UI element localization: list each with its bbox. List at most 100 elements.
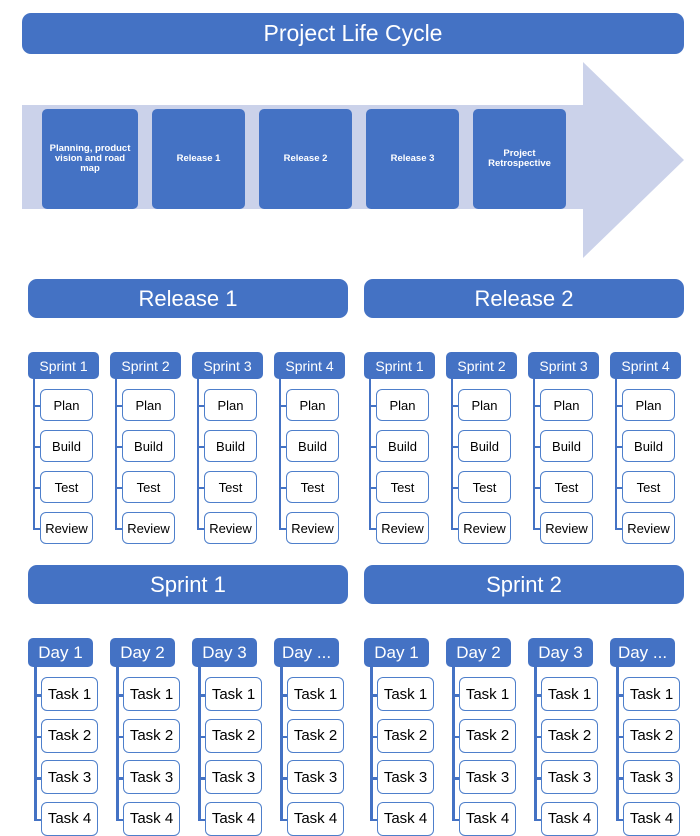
day-item[interactable]: Task 1: [459, 677, 516, 711]
day-item[interactable]: Task 2: [377, 718, 434, 753]
sprint-item[interactable]: Build: [540, 430, 593, 462]
sprint-column-header[interactable]: Sprint 1: [28, 352, 99, 379]
day-column-header[interactable]: Day 2: [110, 638, 175, 667]
day-item[interactable]: Task 1: [287, 677, 344, 711]
day-column-header[interactable]: Day 1: [364, 638, 429, 667]
sprint-item[interactable]: Build: [122, 430, 175, 462]
sprint-item[interactable]: Build: [458, 430, 511, 462]
sprint-column-header[interactable]: Sprint 2: [110, 352, 181, 379]
tree-branch-line: [369, 528, 377, 530]
day-item[interactable]: Task 2: [41, 718, 98, 753]
day-item[interactable]: Task 3: [123, 760, 180, 794]
tree-branch-line: [34, 818, 42, 821]
day-item[interactable]: Task 4: [123, 801, 180, 836]
sprint-item[interactable]: Plan: [376, 389, 429, 421]
day-item[interactable]: Task 3: [41, 760, 98, 794]
day-item[interactable]: Task 2: [287, 718, 344, 753]
day-item[interactable]: Task 4: [205, 801, 262, 836]
tree-branch-line: [452, 818, 460, 821]
sprint-item[interactable]: Build: [286, 430, 339, 462]
sprint-item[interactable]: Review: [40, 512, 93, 544]
sprint-item[interactable]: Test: [204, 471, 257, 503]
sprint-item[interactable]: Build: [622, 430, 675, 462]
sprint-item[interactable]: Test: [286, 471, 339, 503]
sprint-column-header[interactable]: Sprint 4: [274, 352, 345, 379]
sprint-item[interactable]: Plan: [204, 389, 257, 421]
sprint-item[interactable]: Test: [122, 471, 175, 503]
sprint-column-header[interactable]: Sprint 1: [364, 352, 435, 379]
sprint-item[interactable]: Test: [40, 471, 93, 503]
sprint-item[interactable]: Test: [376, 471, 429, 503]
day-item[interactable]: Task 3: [377, 760, 434, 794]
day-item[interactable]: Task 1: [41, 677, 98, 711]
day-item[interactable]: Task 2: [541, 718, 598, 753]
day-item[interactable]: Task 4: [377, 801, 434, 836]
day-column-header[interactable]: Day 1: [28, 638, 93, 667]
day-item[interactable]: Task 4: [287, 801, 344, 836]
sprint-item[interactable]: Test: [622, 471, 675, 503]
day-item[interactable]: Task 3: [541, 760, 598, 794]
day-item[interactable]: Task 1: [123, 677, 180, 711]
sprint-item[interactable]: Build: [40, 430, 93, 462]
day-column-header[interactable]: Day 3: [528, 638, 593, 667]
day-column-header[interactable]: Day 2: [446, 638, 511, 667]
tree-branch-line: [198, 694, 206, 697]
sprint-item[interactable]: Plan: [540, 389, 593, 421]
sprint-item[interactable]: Build: [204, 430, 257, 462]
day-item[interactable]: Task 2: [123, 718, 180, 753]
day-item[interactable]: Task 1: [623, 677, 680, 711]
day-item[interactable]: Task 4: [541, 801, 598, 836]
day-item[interactable]: Task 4: [459, 801, 516, 836]
tree-branch-line: [33, 446, 41, 448]
day-item[interactable]: Task 1: [541, 677, 598, 711]
day-column-header[interactable]: Day ...: [610, 638, 675, 667]
lifecycle-stage-0[interactable]: Planning, product vision and road map: [42, 109, 138, 209]
sprint-item[interactable]: Plan: [622, 389, 675, 421]
tree-connector-line: [115, 379, 117, 528]
sprint-item[interactable]: Review: [376, 512, 429, 544]
sprint-title: Sprint 2: [364, 565, 684, 604]
sprint-column-header[interactable]: Sprint 3: [192, 352, 263, 379]
lifecycle-stage-3[interactable]: Release 3: [366, 109, 459, 209]
sprint-item[interactable]: Test: [458, 471, 511, 503]
sprint-item[interactable]: Review: [122, 512, 175, 544]
tree-branch-line: [534, 818, 542, 821]
lifecycle-stage-1[interactable]: Release 1: [152, 109, 245, 209]
sprint-item[interactable]: Review: [286, 512, 339, 544]
lifecycle-stage-4[interactable]: Project Retrospective: [473, 109, 566, 209]
sprint-column-header[interactable]: Sprint 4: [610, 352, 681, 379]
tree-branch-line: [451, 405, 459, 407]
sprint-item[interactable]: Review: [458, 512, 511, 544]
tree-branch-line: [452, 694, 460, 697]
day-item[interactable]: Task 1: [205, 677, 262, 711]
lifecycle-stage-2[interactable]: Release 2: [259, 109, 352, 209]
sprint-column-header[interactable]: Sprint 3: [528, 352, 599, 379]
day-item[interactable]: Task 3: [623, 760, 680, 794]
day-item[interactable]: Task 2: [623, 718, 680, 753]
sprint-item[interactable]: Plan: [40, 389, 93, 421]
sprint-item[interactable]: Plan: [458, 389, 511, 421]
sprint-item[interactable]: Plan: [286, 389, 339, 421]
day-item[interactable]: Task 3: [287, 760, 344, 794]
tree-connector-line: [369, 379, 371, 528]
day-item[interactable]: Task 4: [623, 801, 680, 836]
tree-branch-line: [198, 818, 206, 821]
sprint-item[interactable]: Test: [540, 471, 593, 503]
sprint-item[interactable]: Review: [204, 512, 257, 544]
day-item[interactable]: Task 2: [459, 718, 516, 753]
sprint-item[interactable]: Review: [540, 512, 593, 544]
sprint-item[interactable]: Build: [376, 430, 429, 462]
sprint-item[interactable]: Plan: [122, 389, 175, 421]
tree-branch-line: [615, 528, 623, 530]
day-item[interactable]: Task 1: [377, 677, 434, 711]
tree-branch-line: [533, 528, 541, 530]
day-item[interactable]: Task 3: [459, 760, 516, 794]
sprint-column-header[interactable]: Sprint 2: [446, 352, 517, 379]
day-column-header[interactable]: Day 3: [192, 638, 257, 667]
tree-branch-line: [279, 405, 287, 407]
day-item[interactable]: Task 4: [41, 801, 98, 836]
day-column-header[interactable]: Day ...: [274, 638, 339, 667]
day-item[interactable]: Task 3: [205, 760, 262, 794]
sprint-item[interactable]: Review: [622, 512, 675, 544]
day-item[interactable]: Task 2: [205, 718, 262, 753]
